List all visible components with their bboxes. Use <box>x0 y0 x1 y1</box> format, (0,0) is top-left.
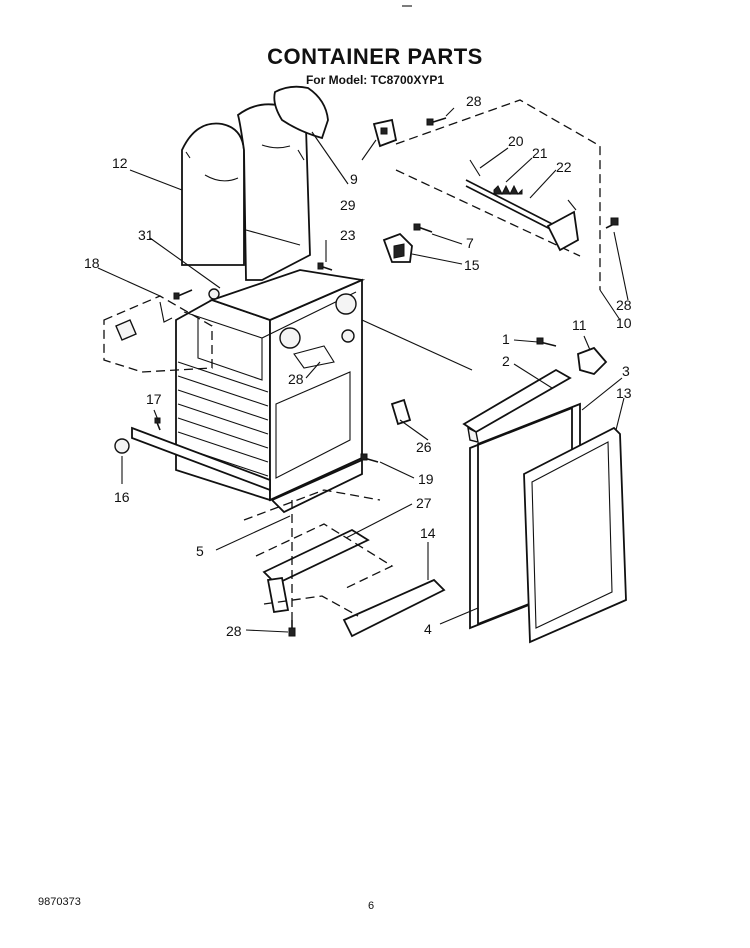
screw-part-28-bottom <box>288 620 296 637</box>
model-subtitle: For Model: TC8700XYP1 <box>305 73 445 87</box>
cabinet-lower-guide <box>243 489 381 521</box>
callout-label: 15 <box>464 257 480 273</box>
door-alignment-line <box>361 319 473 371</box>
callout-label: 11 <box>572 317 587 333</box>
drive-rod-assembly <box>465 159 579 252</box>
bag-liner-part-29 <box>273 85 329 140</box>
callout-label: 13 <box>616 385 632 401</box>
callout-label: 5 <box>196 543 204 559</box>
callout-label: 31 <box>138 227 154 243</box>
knob-part-16 <box>114 438 130 454</box>
callout-label: 26 <box>416 439 432 455</box>
callout-label: 9 <box>350 171 358 187</box>
latch-part-15 <box>382 232 413 263</box>
hinge-bracket-part-9 <box>372 118 398 148</box>
screw-part-23 <box>317 262 333 271</box>
callout-label: 28 <box>288 371 304 387</box>
callout-label: 10 <box>616 315 632 331</box>
callout-label: 3 <box>622 363 630 379</box>
callout-label: 28 <box>466 93 482 109</box>
callout-label: 4 <box>424 621 432 637</box>
container-cabinet-part-5 <box>175 269 366 514</box>
callout-label: 1 <box>502 331 510 347</box>
door-frame-part-13 <box>523 426 627 644</box>
callout-label: 27 <box>416 495 432 511</box>
container-bag-part-12 <box>181 103 311 281</box>
callout-label: 28 <box>616 297 632 313</box>
callout-label: 23 <box>340 227 356 243</box>
callout-label: 18 <box>84 255 100 271</box>
page-number: 6 <box>368 900 375 912</box>
screw-part-7 <box>413 223 433 233</box>
screw-part-1 <box>536 337 557 347</box>
callout-label: 29 <box>340 197 356 213</box>
clip-part-26 <box>390 398 412 426</box>
callout-label: 2 <box>502 353 510 369</box>
latch-keeper-part-11 <box>577 346 608 376</box>
callout-label: 21 <box>532 145 548 161</box>
bumper-part-31 <box>208 288 220 300</box>
callout-label: 16 <box>114 489 130 505</box>
callout-label: 20 <box>508 133 524 149</box>
callout-label: 12 <box>112 155 128 171</box>
callout-label: 19 <box>418 471 434 487</box>
callout-label: 7 <box>466 235 474 251</box>
screw-part-19 <box>360 453 379 463</box>
screw-part-28-right <box>605 217 619 229</box>
dashed-assembly-outline <box>395 99 601 290</box>
callout-leaders <box>97 107 629 633</box>
page-title: CONTAINER PARTS <box>267 44 483 69</box>
document-number: 9870373 <box>38 896 81 908</box>
callout-labels: 28 20 21 22 9 29 12 31 23 7 15 18 28 10 … <box>84 93 632 639</box>
callout-label: 22 <box>556 159 572 175</box>
screw-part-28-top <box>426 117 447 126</box>
callout-label: 28 <box>226 623 242 639</box>
door-top-part-2 <box>462 368 572 443</box>
slide-rail <box>131 426 271 492</box>
callout-label: 17 <box>146 391 162 407</box>
callout-label: 14 <box>420 525 436 541</box>
drawer-front-part-14 <box>342 578 446 638</box>
front-panel-part-27 <box>255 523 394 617</box>
